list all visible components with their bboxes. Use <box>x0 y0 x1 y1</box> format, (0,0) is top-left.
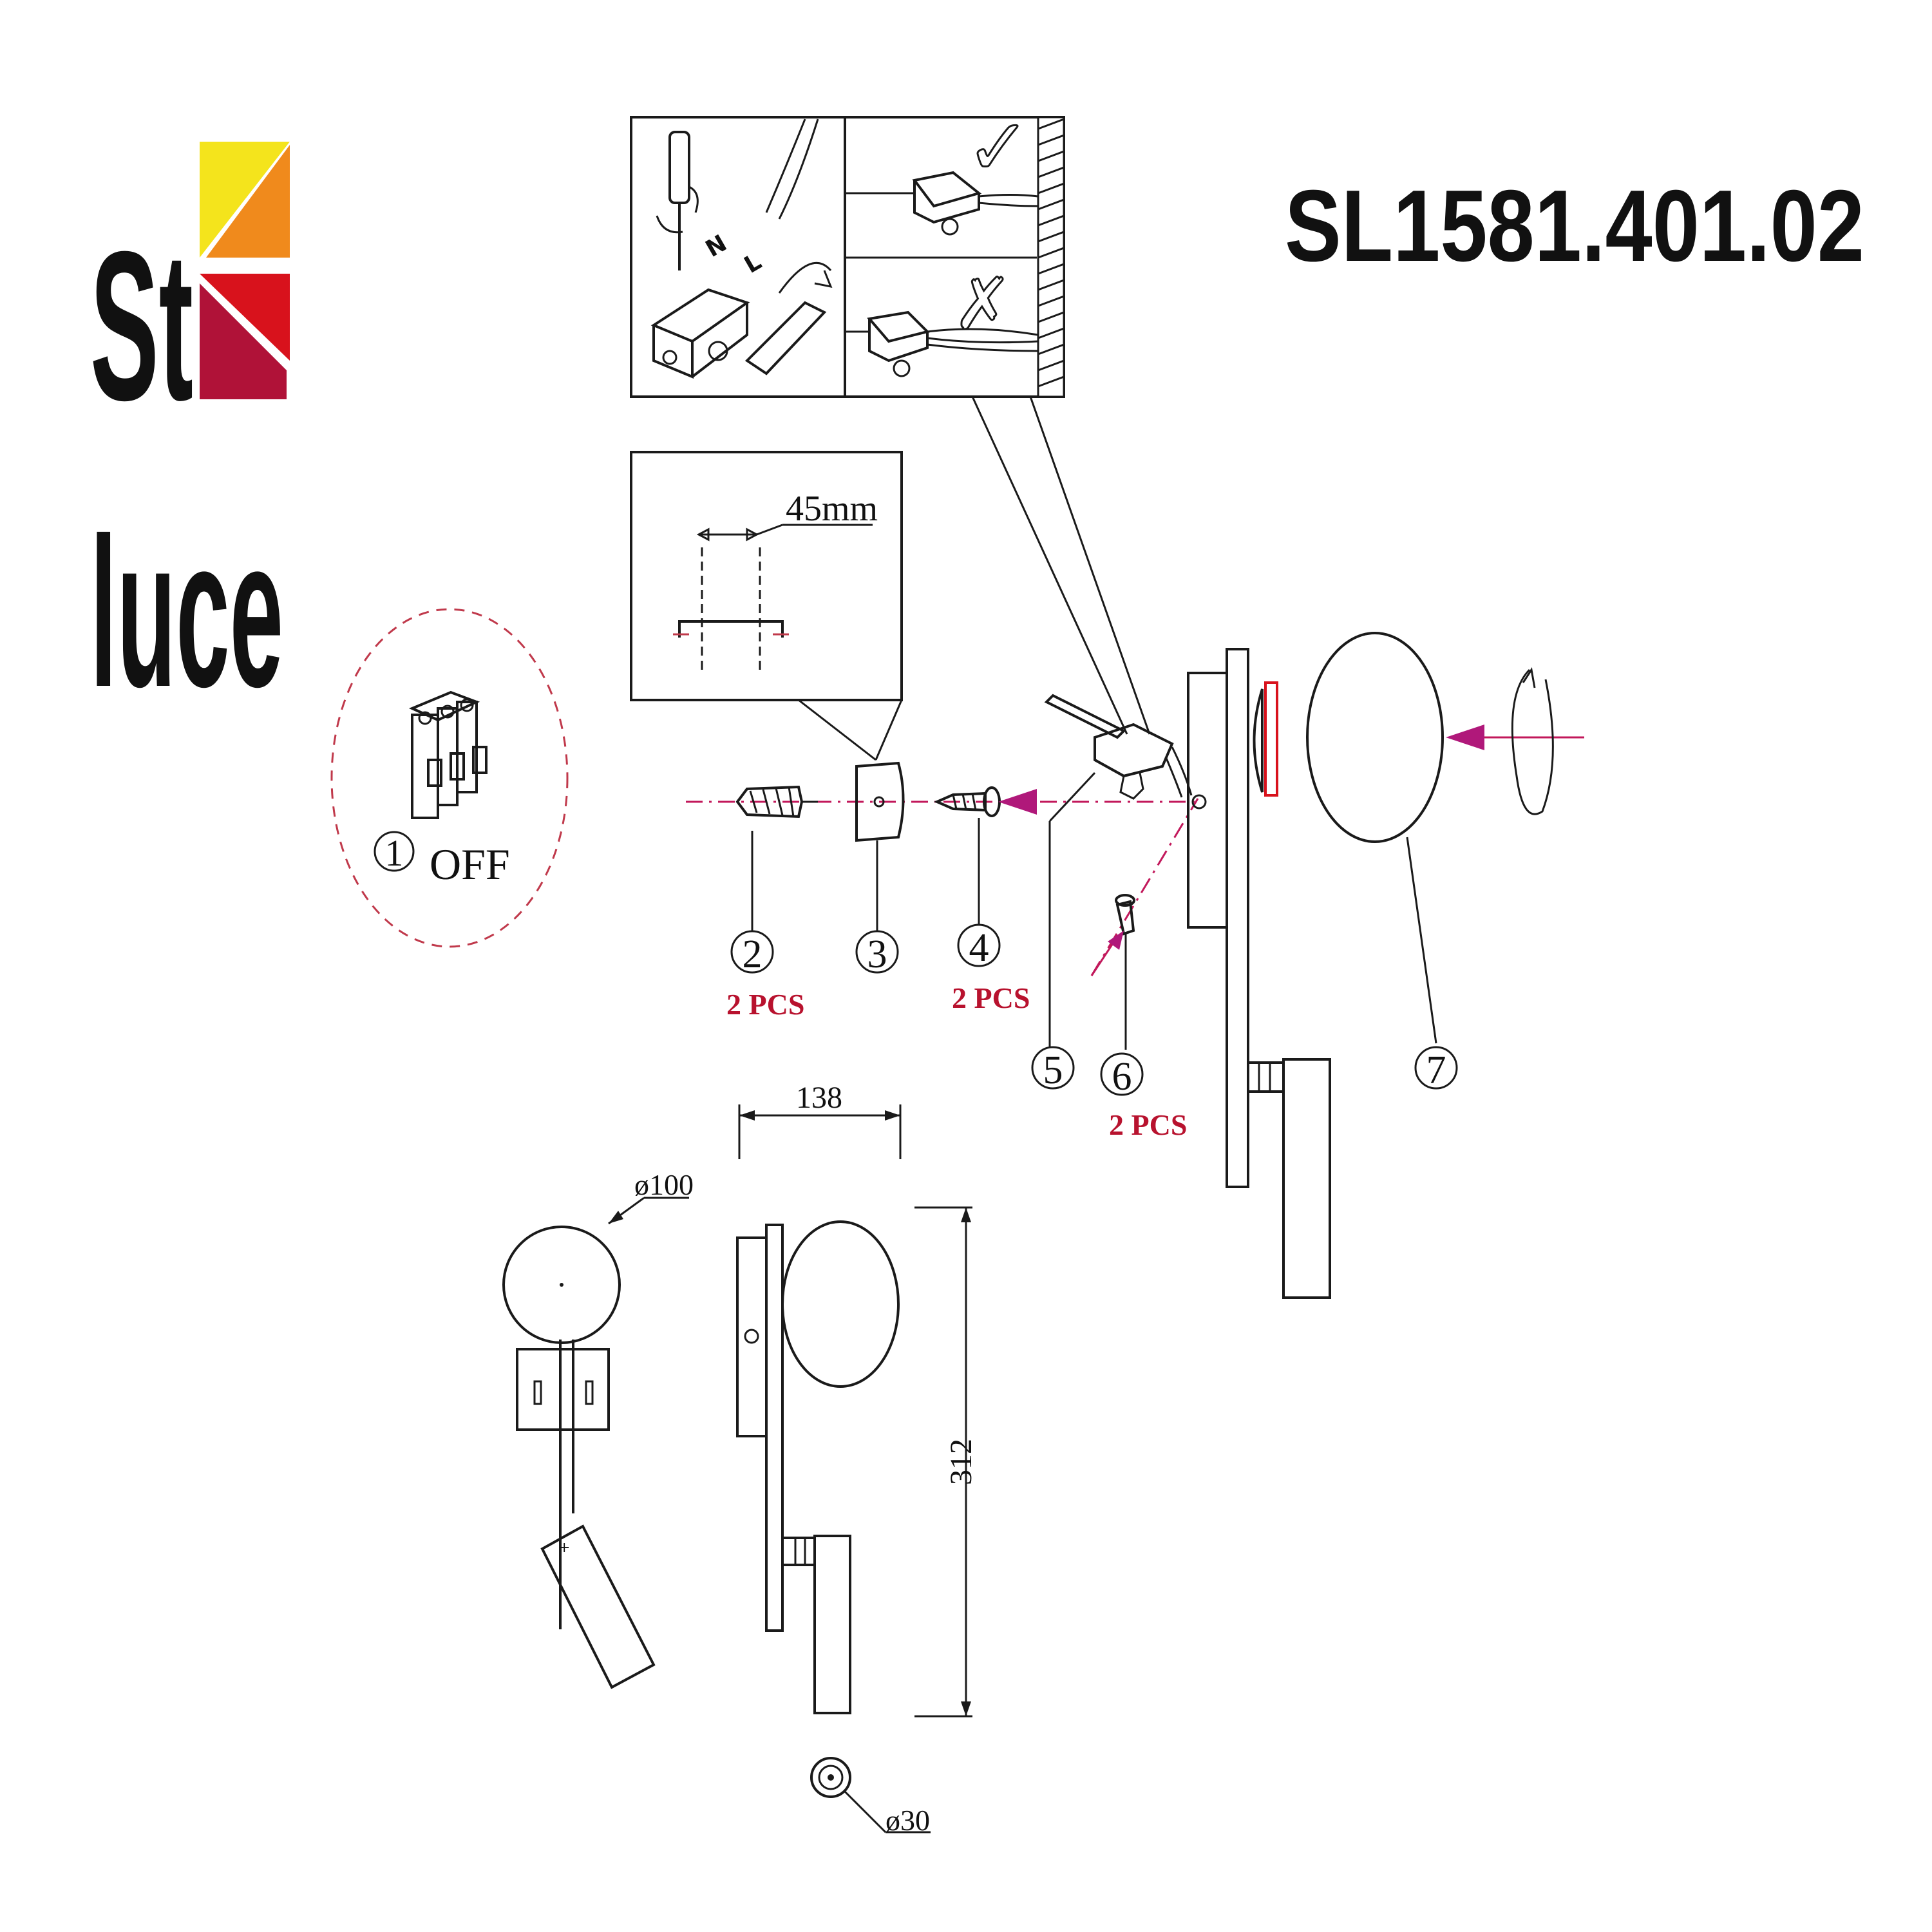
spot-diameter-label: ø30 <box>886 1804 930 1837</box>
model-number: SL1581.401.02 <box>1285 169 1864 283</box>
terminal-cover-icon <box>744 261 833 375</box>
shade-insert-arrow-icon <box>1446 724 1484 750</box>
fixing-screw-axis <box>1090 798 1199 976</box>
terminal-letter-l: L <box>740 249 766 279</box>
bracket-callout-leader-1 <box>798 699 876 761</box>
height-dimension: 312 <box>914 1206 978 1718</box>
step-4-number: 4 <box>969 926 989 970</box>
step-1-number-circle <box>374 831 415 872</box>
side-view <box>736 1220 900 1714</box>
logo-tile-yellow <box>200 142 290 258</box>
correct-mark: ✓ <box>966 103 1031 193</box>
wall-hatching <box>1037 116 1065 398</box>
step-5-number-circle <box>1031 1046 1075 1090</box>
spotlight-arm <box>1247 1058 1331 1299</box>
height-dimension-label: 312 <box>944 1439 978 1485</box>
side-shade <box>781 1220 900 1388</box>
mounting-block-icon <box>855 761 905 842</box>
lamp-backplate <box>1187 648 1249 1188</box>
fixing-screw-arrow-icon <box>1108 931 1124 950</box>
front-spotlight <box>540 1524 656 1689</box>
step-2-qty: 2 PCS <box>726 988 804 1021</box>
side-backplate <box>765 1224 784 1632</box>
side-wallplate <box>736 1236 768 1437</box>
step-5-number: 5 <box>1043 1048 1063 1092</box>
glass-shade <box>1306 632 1444 843</box>
step-3-number: 3 <box>867 933 887 976</box>
supply-wires <box>765 118 819 220</box>
bracket-callout-leader-2 <box>875 699 903 761</box>
wrong-mark: ✗ <box>953 263 1012 345</box>
bracket-callout: 45mm <box>630 451 903 761</box>
width-dimension: 138 <box>738 1081 902 1159</box>
step-2-number: 2 <box>743 933 762 976</box>
step-5-leader <box>1048 772 1096 822</box>
step-6-number-circle <box>1100 1052 1144 1096</box>
glass-holder <box>1253 681 1278 797</box>
screwdriver-icon <box>656 131 699 270</box>
logo-text-st: St <box>90 207 193 444</box>
logo-text-luce: luce <box>90 493 283 731</box>
terminal-letter-n: N <box>701 230 732 263</box>
step-7-number: 7 <box>1426 1048 1446 1092</box>
bracket-dimension-label: 45mm <box>786 489 878 529</box>
terminal-block-icon <box>650 288 750 379</box>
mounting-bracket-icon <box>678 620 784 638</box>
spot-bottom-outer <box>810 1757 851 1798</box>
logo-tile-red <box>200 274 290 361</box>
svg-text:+: + <box>558 1540 570 1556</box>
step-6-number: 6 <box>1112 1055 1132 1099</box>
rotate-arrow-icon <box>1511 668 1554 815</box>
wiring-leader-right <box>1029 396 1151 735</box>
front-view: + ø100 <box>502 1168 694 1689</box>
wiring-callout: N L ✓ ✗ <box>630 102 1151 735</box>
wiring-leader-left <box>971 396 1128 735</box>
step-1-power-off: 1 OFF <box>330 608 569 948</box>
connector-correct-icon: ✓ <box>845 102 1039 236</box>
width-dimension-label: 138 <box>796 1081 842 1115</box>
wall-plug-icon <box>735 785 818 819</box>
circuit-breaker-icon <box>408 690 488 819</box>
step-1-label: OFF <box>430 840 510 889</box>
step-4-qty: 2 PCS <box>952 981 1030 1014</box>
power-off-dashed-circle <box>330 608 569 948</box>
bottom-view: ø30 <box>810 1757 931 1837</box>
driver-box-icon <box>1044 694 1193 800</box>
fixing-screw-icon <box>1115 894 1135 936</box>
logo-tile-crimson <box>200 283 287 399</box>
step-7-number-circle <box>1414 1046 1458 1090</box>
front-backplate <box>516 1348 610 1431</box>
bracket-callout-frame <box>630 451 903 701</box>
side-spotlight <box>813 1535 851 1714</box>
step-1-number: 1 <box>385 832 404 874</box>
connector-wrong-icon: ✗ <box>845 262 1039 377</box>
mounting-screw-icon <box>934 786 1001 817</box>
step-6-qty: 2 PCS <box>1109 1108 1187 1141</box>
brand-logo: St luce <box>90 142 290 731</box>
logo-tile-orange <box>206 145 290 258</box>
exploded-assembly: 2 2 PCS 3 4 2 PCS 5 6 2 PCS 7 <box>686 632 1584 1299</box>
shade-diameter-label: ø100 <box>634 1168 694 1201</box>
insert-arrow-icon <box>998 789 1037 815</box>
step-7-leader <box>1406 837 1437 1044</box>
